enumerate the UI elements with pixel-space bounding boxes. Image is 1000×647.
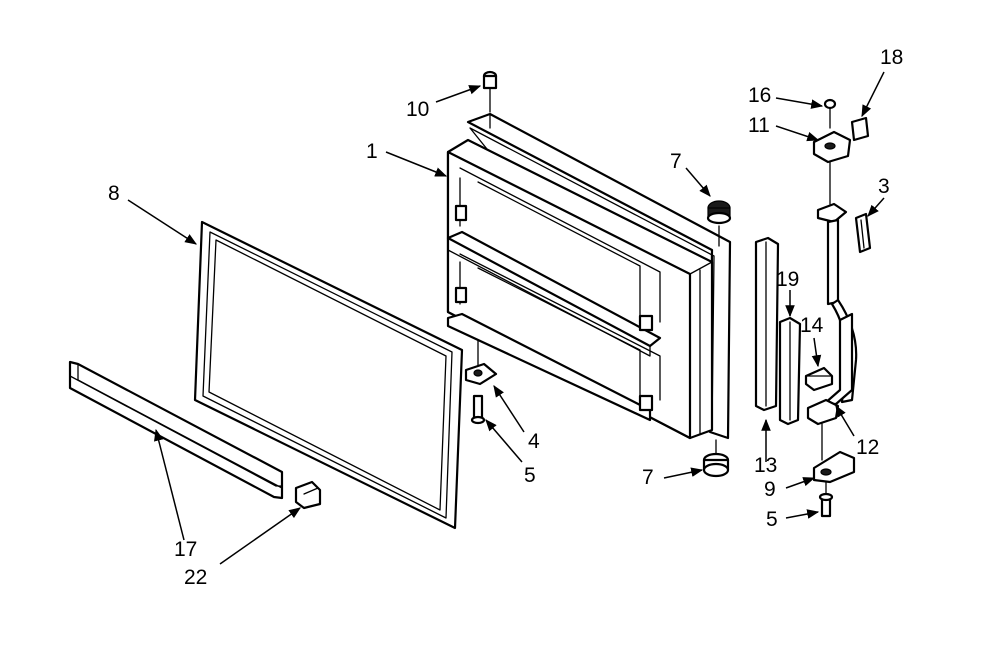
callout-22: 22 [184, 566, 207, 589]
door-liner [446, 112, 732, 440]
callout-1: 1 [366, 140, 378, 163]
plug-bottom [702, 439, 730, 478]
callout-7-top: 7 [670, 150, 682, 173]
bottom-hinge [812, 450, 856, 495]
leader-lines [127, 71, 885, 565]
callout-18: 18 [880, 46, 903, 69]
vertical-channel [754, 236, 780, 412]
end-cap [294, 480, 322, 510]
callout-13: 13 [754, 454, 777, 477]
hinge-shim [850, 116, 870, 142]
callout-12: 12 [856, 436, 879, 459]
callout-3: 3 [878, 175, 890, 198]
bracket-plate [854, 212, 872, 254]
callout-9: 9 [764, 478, 776, 501]
hinge-spacer [804, 366, 834, 392]
callout-7-bottom: 7 [642, 466, 654, 489]
callout-16: 16 [748, 84, 771, 107]
top-hinge-pin [482, 70, 498, 113]
callout-17: 17 [174, 538, 197, 561]
plug-top [706, 200, 732, 247]
screw-center [470, 394, 486, 425]
hinge-block [806, 398, 840, 461]
callout-14: 14 [800, 314, 824, 337]
callout-4: 4 [528, 430, 540, 453]
trim-strip [68, 360, 284, 500]
callout-11: 11 [748, 114, 770, 137]
callout-5-center: 5 [524, 464, 536, 487]
top-hinge [812, 130, 852, 205]
callout-labels: 1 3 4 5 5 7 7 8 9 10 11 12 13 14 16 17 1… [108, 46, 903, 589]
lower-hinge-bracket [464, 339, 498, 386]
callout-10: 10 [406, 98, 429, 121]
screw-right [818, 492, 834, 518]
door-gasket [193, 220, 464, 530]
callout-5-right: 5 [766, 508, 778, 531]
vertical-strip [778, 316, 802, 426]
callout-8: 8 [108, 182, 120, 205]
hinge-screw-top [823, 98, 837, 129]
callout-19: 19 [776, 268, 799, 291]
lower-hinge-arm [822, 312, 854, 406]
